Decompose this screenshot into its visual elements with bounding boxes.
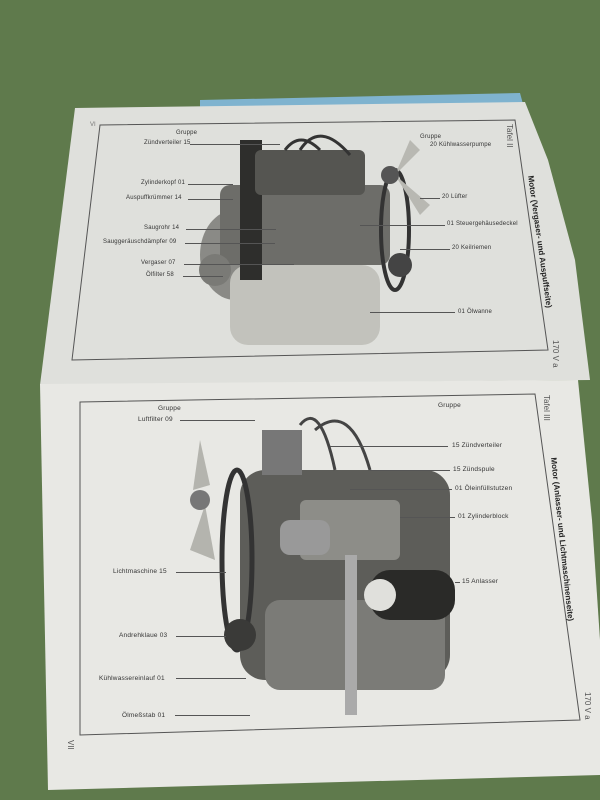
label-andrehklaue: Andrehklaue 03 bbox=[119, 632, 168, 639]
label-steuergehaeusedeckel: 01 Steuergehäusedeckel bbox=[447, 221, 518, 227]
group-header-right: Gruppe bbox=[438, 402, 461, 409]
label-zylinderkopf: Zylinderkopf 01 bbox=[141, 180, 186, 186]
group-header: Gruppe bbox=[158, 405, 181, 412]
label-oelwanne: 01 Ölwanne bbox=[458, 309, 493, 315]
plate-number: Tafel III bbox=[542, 395, 551, 421]
model-number: 170 V a bbox=[583, 692, 592, 720]
label-luftfilter: Luftfilter 09 bbox=[138, 416, 173, 423]
label-saugrohr: Saugrohr 14 bbox=[144, 225, 180, 231]
label-lichtmaschine: Lichtmaschine 15 bbox=[113, 568, 167, 575]
label-zuendverteiler-right: 15 Zündverteiler bbox=[452, 442, 503, 449]
label-oelmessstab: Ölmeßstab 01 bbox=[122, 712, 166, 719]
label-zuendspule: 15 Zündspule bbox=[453, 466, 495, 473]
label-vergaser: Vergaser 07 bbox=[141, 260, 176, 266]
label-kuehlwassereinlauf: Kühlwassereinlauf 01 bbox=[99, 675, 165, 682]
label-zuendverteiler: Zündverteiler 15 bbox=[144, 140, 191, 146]
group-header: Gruppe bbox=[176, 130, 198, 136]
label-zylinderblock: 01 Zylinderblock bbox=[458, 513, 509, 520]
group-header-right: Gruppe bbox=[420, 134, 442, 140]
page-number: VI bbox=[90, 122, 96, 128]
label-anlasser: 15 Anlasser bbox=[462, 578, 499, 585]
page-number: VII bbox=[66, 740, 75, 750]
label-auspuffkruemmer: Auspuffkrümmer 14 bbox=[126, 195, 182, 201]
label-kuehlwasserpumpe: 20 Kühlwasserpumpe bbox=[430, 142, 492, 148]
label-oeleinfuellstutzen: 01 Öleinfüllstutzen bbox=[455, 485, 513, 492]
label-sauggeraeuschdaempfer: Sauggeräuschdämpfer 09 bbox=[103, 239, 177, 245]
label-keilriemen: 20 Keilriemen bbox=[452, 245, 492, 251]
label-oelfilter: Ölfilter 58 bbox=[146, 272, 174, 278]
label-luefter: 20 Lüfter bbox=[442, 194, 468, 200]
